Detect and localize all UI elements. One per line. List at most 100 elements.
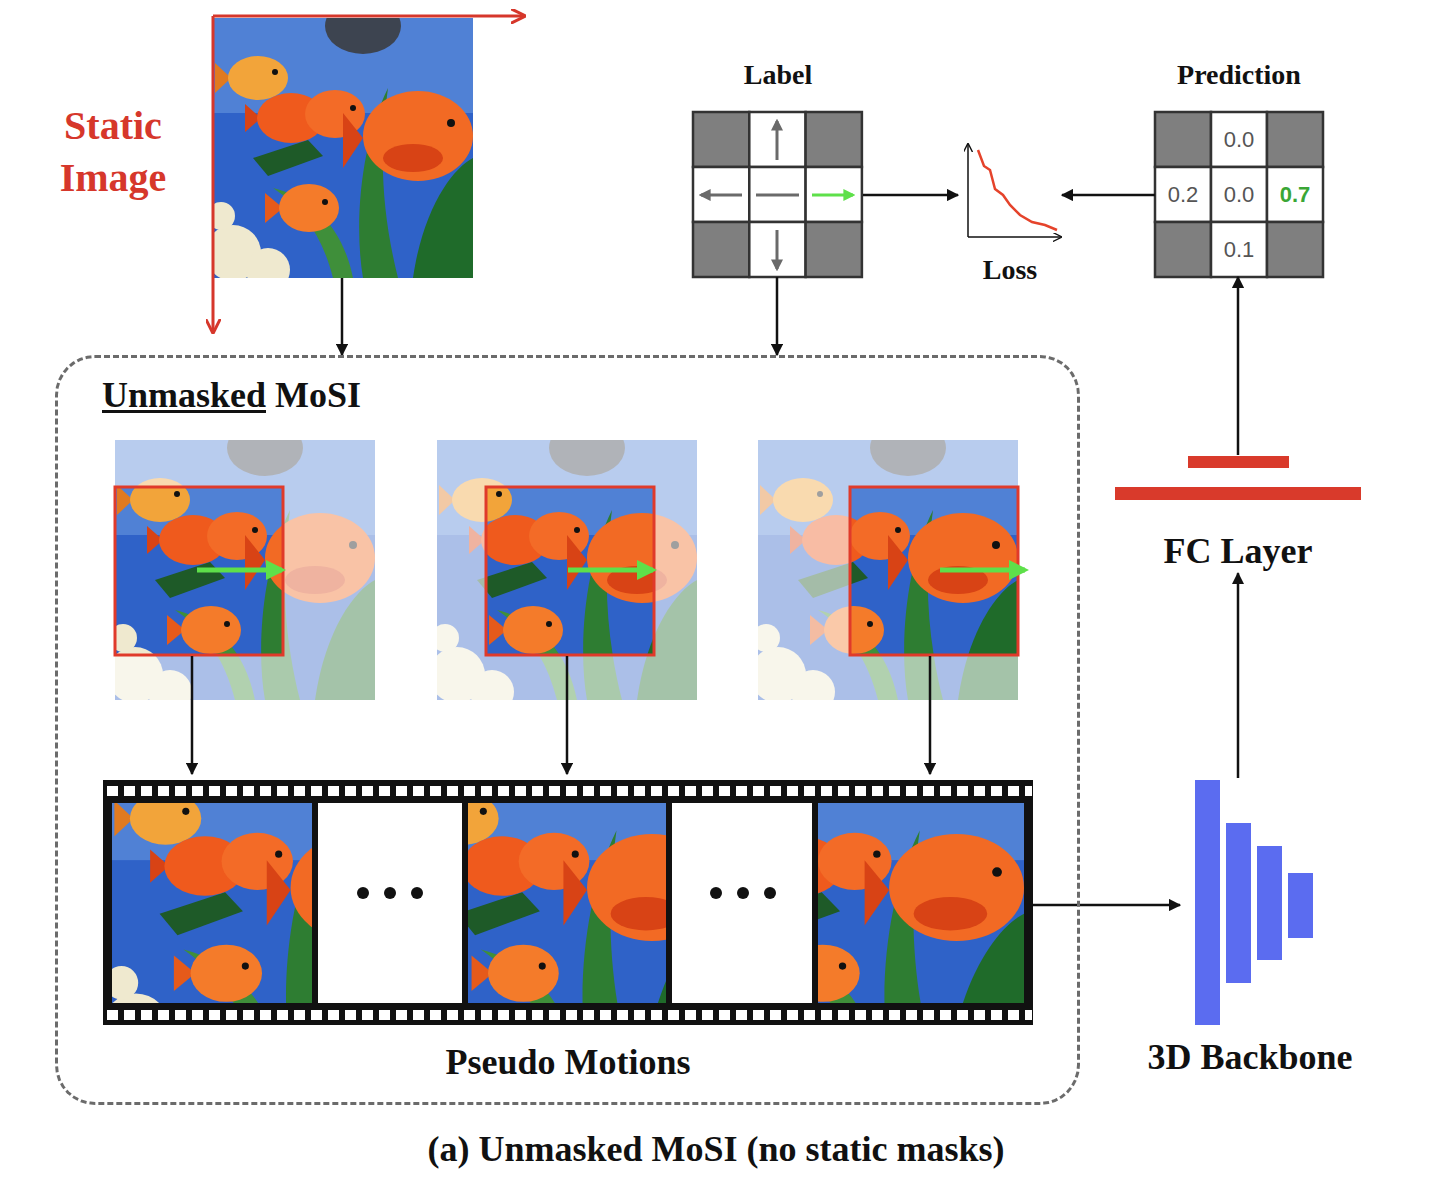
crop-to-frame-arrows bbox=[566, 656, 569, 774]
film-strip bbox=[384, 887, 396, 899]
label-grid bbox=[693, 112, 862, 277]
probability-cell: 0.0 bbox=[1211, 167, 1267, 222]
prediction-grid bbox=[1267, 167, 1323, 222]
region-heading: Unmasked MoSI bbox=[102, 374, 361, 417]
loss-chart bbox=[978, 150, 1057, 230]
label-grid bbox=[806, 112, 862, 167]
prediction-grid bbox=[1211, 222, 1267, 277]
crop-panel-1 bbox=[107, 420, 375, 714]
loss-chart bbox=[967, 144, 969, 237]
crop-panel-3 bbox=[750, 420, 1025, 714]
film-strip bbox=[695, 723, 1024, 1073]
film-strip bbox=[710, 887, 722, 899]
crop-to-frame-arrows bbox=[929, 656, 932, 774]
crop-panel-3 bbox=[750, 420, 1018, 714]
label-grid bbox=[749, 112, 805, 167]
direction-arrows bbox=[776, 230, 779, 269]
direction-arrows bbox=[776, 121, 779, 160]
label-grid bbox=[806, 167, 862, 222]
layer-label: FC Layer bbox=[1164, 530, 1313, 573]
label-grid bbox=[693, 222, 749, 277]
image-axes bbox=[213, 15, 524, 18]
backbone-bars bbox=[1195, 780, 1220, 1025]
chart-label: Loss bbox=[983, 253, 1037, 287]
crop-panel-2 bbox=[486, 487, 654, 655]
film-strip bbox=[104, 1008, 1032, 1022]
label-grid bbox=[806, 222, 862, 277]
fc-layer-bars bbox=[1115, 456, 1361, 500]
crop-panel-2 bbox=[429, 420, 697, 714]
crop-panel-1 bbox=[107, 420, 375, 714]
prediction-grid bbox=[1155, 222, 1211, 277]
probability-cell: 0.1 bbox=[1211, 222, 1267, 277]
static-image bbox=[205, 0, 473, 292]
grid-heading: Prediction bbox=[1155, 58, 1323, 92]
crop-panel-1 bbox=[107, 420, 375, 714]
connector-arrow bbox=[1237, 277, 1240, 455]
probability-cell: 0.7 bbox=[1267, 167, 1323, 222]
crop-panel-1 bbox=[197, 568, 282, 573]
static-image bbox=[205, 0, 473, 292]
backbone: 3D Backbone bbox=[1180, 778, 1320, 1079]
figure-caption: (a) Unmasked MoSI (no static masks) bbox=[0, 1128, 1432, 1171]
label-grid bbox=[693, 167, 749, 222]
backbone-bars bbox=[1288, 873, 1313, 938]
film-strip bbox=[401, 723, 717, 1073]
crop-panel-2 bbox=[429, 420, 697, 714]
prediction-grid bbox=[1267, 112, 1323, 167]
film-strip bbox=[357, 887, 776, 899]
direction-arrows bbox=[812, 194, 853, 197]
film-strip bbox=[672, 803, 812, 1003]
image-axes bbox=[212, 16, 215, 332]
mosi-region: Unmasked MoSI Pseudo Motions bbox=[55, 355, 1080, 1105]
prediction-grid bbox=[1155, 112, 1323, 277]
prediction-grid bbox=[1211, 167, 1267, 222]
film-strip bbox=[318, 803, 462, 1003]
direction-arrows bbox=[756, 194, 799, 197]
crop-to-frame-arrows bbox=[192, 656, 930, 774]
crop-panel-2 bbox=[429, 420, 697, 714]
layer-label: 3D Backbone bbox=[1147, 1036, 1352, 1079]
film-strip bbox=[411, 887, 423, 899]
fc-layer-bars bbox=[1188, 456, 1289, 468]
backbone-bars bbox=[1195, 780, 1313, 1025]
crop-panel-2 bbox=[429, 420, 697, 714]
prediction-grid bbox=[1211, 112, 1267, 167]
loss-chart bbox=[968, 144, 1061, 237]
backbone-bars bbox=[1257, 846, 1282, 960]
connector-arrow bbox=[1237, 573, 1240, 778]
label-grid: Label bbox=[693, 112, 863, 277]
label-grid bbox=[693, 112, 749, 167]
crop-to-frame-arrows bbox=[191, 656, 194, 774]
label-grid bbox=[749, 167, 805, 222]
film-strip bbox=[695, 723, 1024, 1073]
prediction-grid: Prediction0.00.20.00.70.1 bbox=[1155, 112, 1323, 277]
direction-arrows bbox=[701, 194, 742, 197]
probability-cell: 0.2 bbox=[1155, 167, 1211, 222]
connector-arrow bbox=[1033, 904, 1180, 907]
prediction-grid bbox=[1267, 222, 1323, 277]
connector-arrow bbox=[341, 278, 344, 355]
film-strip bbox=[102, 723, 1033, 1073]
backbone-bars bbox=[1226, 823, 1251, 983]
loss-chart bbox=[968, 236, 1061, 238]
crop-panel-3 bbox=[750, 420, 1018, 714]
strip-label: Pseudo Motions bbox=[103, 1041, 1033, 1084]
film-strip bbox=[104, 783, 1032, 797]
connector-arrow bbox=[1062, 194, 1155, 197]
image-label: Static Image bbox=[28, 100, 198, 204]
crop-panel-1 bbox=[115, 487, 283, 655]
fc-layer: FC Layer bbox=[1115, 455, 1361, 573]
prediction-grid bbox=[1155, 167, 1211, 222]
image-node: Static Image bbox=[213, 18, 473, 278]
fc-layer-bars bbox=[1115, 487, 1361, 500]
film-strip-node: Pseudo Motions bbox=[103, 780, 1033, 1025]
crop-panel-3 bbox=[940, 568, 1025, 573]
connector-arrow bbox=[863, 194, 958, 197]
film-strip bbox=[764, 887, 776, 899]
crop-panel-2 bbox=[568, 568, 653, 573]
